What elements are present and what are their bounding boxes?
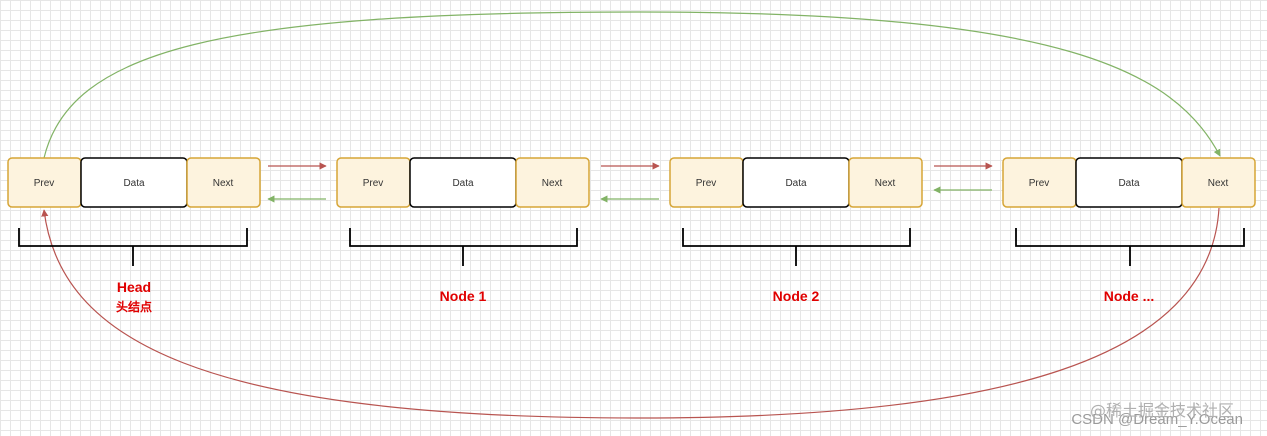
data-cell-label: Data [1118,178,1140,189]
prev-cell-label: Prev [1029,178,1050,189]
next-cell-label: Next [1208,178,1229,189]
node-label: Node 2 [773,288,820,304]
node-bracket [682,228,911,266]
next-cell [515,157,590,208]
node-n: Prev Data Next Node ... [1002,157,1256,304]
circular-prev-arc [41,207,1220,419]
prev-cell-label: Prev [34,178,55,189]
node-bracket [1015,228,1245,266]
data-cell-label: Data [785,178,807,189]
next-cell-label: Next [875,178,896,189]
node-bracket [349,228,578,266]
circular-next-arc [43,11,1221,159]
next-cell-label: Next [542,178,563,189]
node-sublabel: 头结点 [116,299,152,314]
next-cell [186,157,261,208]
node-head: Prev Data Next Head 头结点 [7,157,261,314]
data-cell-label: Data [123,178,145,189]
node-1: Prev Data Next Node 1 [336,157,590,304]
node-bracket [18,228,248,266]
node-label: Head [117,279,151,295]
prev-cell-label: Prev [696,178,717,189]
next-cell-label: Next [213,178,234,189]
prev-cell-label: Prev [363,178,384,189]
next-cell [848,157,923,208]
watermark-csdn: CSDN @Dream_Y.Ocean [1071,411,1243,428]
next-cell [1181,157,1256,208]
watermark-overlay: @稀土掘金技术社区 [1090,401,1234,420]
data-cell-label: Data [452,178,474,189]
node-label: Node 1 [440,288,487,304]
node-2: Prev Data Next Node 2 [669,157,923,304]
node-label: Node ... [1104,288,1155,304]
